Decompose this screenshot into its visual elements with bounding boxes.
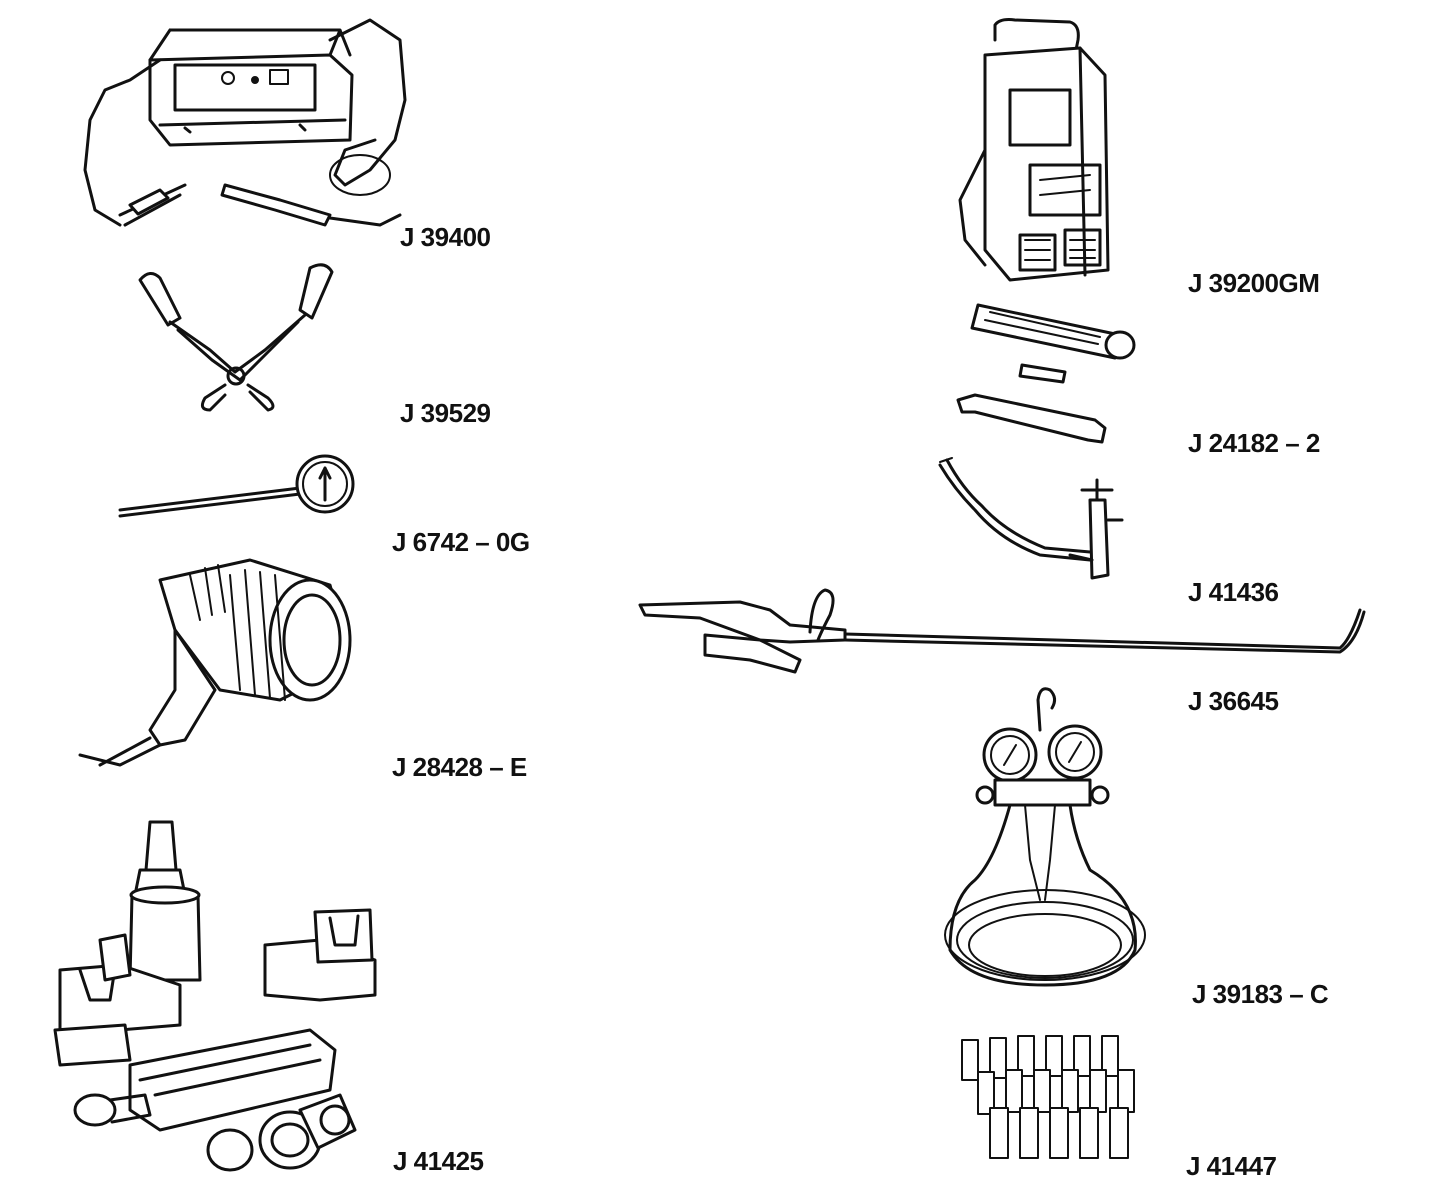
air-gun-drawing [638,588,1366,674]
tool-label-lamp: J 28428 – E [392,752,527,782]
bottle-set-drawing [961,1035,1135,1159]
tool-label-thermometer: J 6742 – 0G [392,527,530,557]
gauge-manifold-drawing [944,687,1146,987]
tool-label-hose-valve: J 41436 [1188,577,1279,607]
tool-label-wrench-set: J 24182 – 2 [1188,428,1320,458]
tool-label-bottle-set: J 41447 [1186,1151,1277,1181]
tool-label-recovery-station: J 39200GM [1188,268,1320,298]
hose-valve-drawing [938,457,1124,580]
pliers-drawing [138,263,334,412]
tool-label-fixture-kit: J 41425 [393,1146,484,1176]
tool-label-air-gun: J 36645 [1188,686,1279,716]
tool-label-gauge-manifold: J 39183 – C [1192,979,1329,1009]
charger-drawing [83,18,407,227]
tool-label-pliers: J 39529 [400,398,491,428]
thermometer-drawing [118,454,355,518]
wrench-set-drawing [956,303,1136,444]
lamp-drawing [78,558,352,767]
tool-label-charger: J 39400 [400,222,491,252]
fixture-kit-drawing [53,820,377,1172]
recovery-station-drawing [958,18,1110,282]
